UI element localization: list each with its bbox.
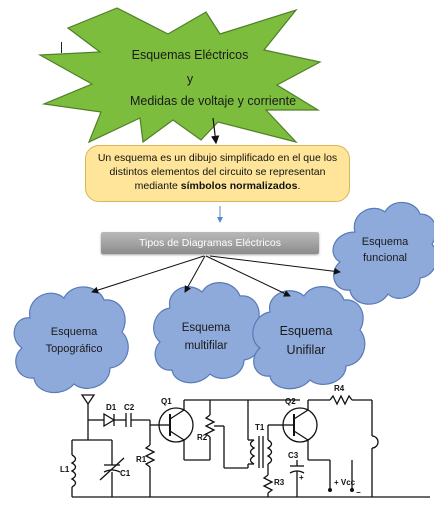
cloud-unifilar-line-1: Esquema	[279, 324, 333, 338]
arrow-to-funcional	[209, 255, 341, 275]
cloud-multifilar-line-1: Esquema	[181, 322, 231, 334]
arrow-to-unifilar	[205, 255, 291, 297]
label-vcc: + Vcc	[334, 478, 356, 487]
label-q1: Q1	[161, 397, 172, 406]
label-vcc-minus: −	[356, 488, 361, 497]
label-r1: R1	[136, 455, 147, 464]
types-title: Tipos de Diagramas Eléctricos	[139, 237, 281, 249]
resistor-r3	[262, 474, 274, 494]
potentiometer-r2	[204, 414, 216, 438]
cloud-multifilar	[153, 282, 262, 384]
transformer-t1	[249, 439, 256, 465]
label-r2: R2	[197, 433, 208, 442]
label-c1: C1	[120, 469, 131, 478]
antenna-symbol	[80, 394, 96, 406]
resistor-r4	[329, 394, 353, 406]
title-line-2: y	[186, 72, 194, 86]
types-title-bar: Tipos de Diagramas Eléctricos	[101, 232, 319, 254]
definition-bold: símbolos normalizados	[180, 180, 298, 192]
title-line-3: Medidas de voltaje y corriente	[129, 94, 297, 108]
label-r4: R4	[334, 384, 345, 393]
transistor-q2	[282, 407, 318, 443]
arrow-to-multifilar	[184, 255, 206, 293]
arrow-to-topografico	[91, 255, 205, 294]
label-c3-plus: +	[299, 473, 304, 482]
label-c2: C2	[124, 403, 135, 412]
cloud-topografico-line-1: Esquema	[50, 326, 98, 338]
cloud-unifilar-line-2: Unifilar	[286, 343, 326, 357]
cloud-unifilar	[252, 286, 366, 390]
label-t1: T1	[255, 423, 265, 432]
label-d1: D1	[106, 403, 117, 412]
circuit-schematic	[70, 394, 430, 498]
arrow-star-to-definition	[210, 117, 220, 145]
definition-box: Un esquema es un dibujo simplificado en …	[85, 145, 350, 202]
label-c3: C3	[288, 451, 299, 460]
resistor-r1	[144, 444, 156, 468]
diode-d1	[103, 412, 116, 428]
cloud-funcional-line-2: funcional	[362, 252, 408, 264]
title-starburst	[37, 7, 322, 144]
cloud-multifilar-line-2: multifilar	[184, 340, 228, 352]
label-r3: R3	[274, 478, 285, 487]
cloud-funcional-line-1: Esquema	[361, 236, 409, 248]
earphone-symbol	[371, 435, 379, 449]
definition-end: .	[297, 180, 301, 192]
cloud-topografico	[13, 286, 129, 394]
text-cursor	[61, 42, 62, 53]
definition-text: Un esquema es un dibujo simplificado en …	[97, 152, 338, 192]
label-l1: L1	[60, 465, 70, 474]
title-line-1: Esquemas Eléctricos	[131, 48, 249, 62]
label-q2: Q2	[285, 397, 296, 406]
cloud-topografico-line-2: Topográfico	[45, 343, 103, 355]
transistor-q1	[158, 407, 194, 443]
inductor-l1	[70, 454, 77, 488]
